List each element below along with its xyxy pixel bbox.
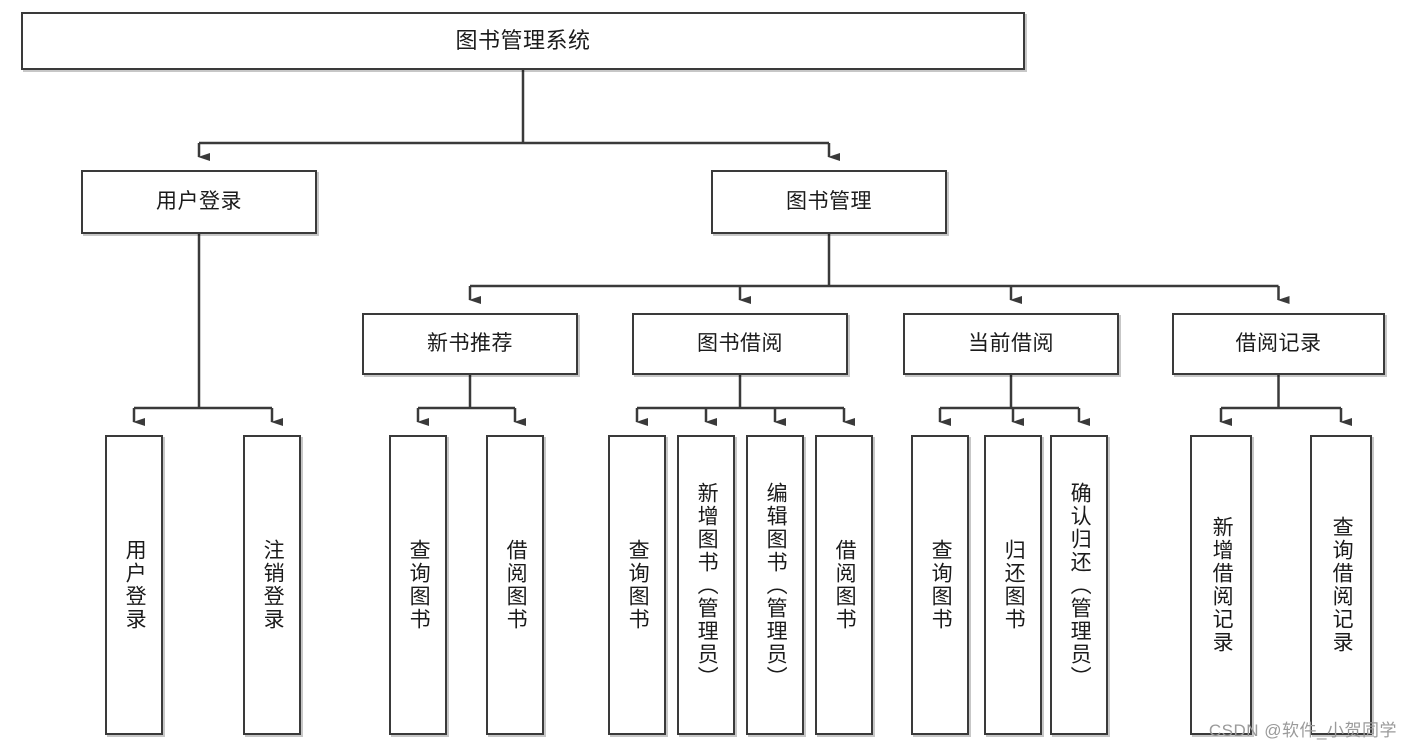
node-book-borrow[interactable]: 图书借阅 bbox=[632, 313, 848, 375]
node-label: 查询图书 bbox=[626, 539, 650, 631]
leaf-user-login[interactable]: 用户登录 bbox=[105, 435, 163, 735]
node-label: 图书借阅 bbox=[697, 332, 783, 356]
node-label: 借阅记录 bbox=[1235, 332, 1322, 356]
leaf-query-borrow-record[interactable]: 查询借阅记录 bbox=[1310, 435, 1372, 735]
node-label: 借阅图书 bbox=[504, 539, 528, 631]
node-label: 图书管理系统 bbox=[455, 27, 591, 53]
node-label: 归还图书 bbox=[1002, 539, 1026, 631]
node-label: 借阅图书 bbox=[833, 539, 857, 631]
leaf-edit-book-admin[interactable]: 编辑图书（管理员） bbox=[746, 435, 804, 735]
leaf-query-book-current[interactable]: 查询图书 bbox=[911, 435, 969, 735]
leaf-add-borrow-record[interactable]: 新增借阅记录 bbox=[1190, 435, 1252, 735]
node-label: 新增借阅记录 bbox=[1210, 516, 1234, 654]
node-label: 新增图书（管理员） bbox=[695, 481, 719, 689]
node-book-management[interactable]: 图书管理 bbox=[711, 170, 947, 234]
node-label: 查询图书 bbox=[929, 539, 953, 631]
leaf-confirm-return-admin[interactable]: 确认归还（管理员） bbox=[1050, 435, 1108, 735]
node-label: 编辑图书（管理员） bbox=[764, 481, 788, 689]
node-label: 当前借阅 bbox=[968, 332, 1054, 356]
node-borrow-records[interactable]: 借阅记录 bbox=[1172, 313, 1385, 375]
leaf-add-book-admin[interactable]: 新增图书（管理员） bbox=[677, 435, 735, 735]
node-user-login[interactable]: 用户登录 bbox=[81, 170, 317, 234]
node-root[interactable]: 图书管理系统 bbox=[21, 12, 1025, 70]
node-label: 用户登录 bbox=[156, 190, 242, 214]
leaf-borrow-book-recommend[interactable]: 借阅图书 bbox=[486, 435, 544, 735]
node-label: 图书管理 bbox=[786, 190, 872, 214]
node-label: 用户登录 bbox=[123, 539, 147, 631]
node-label: 查询图书 bbox=[407, 539, 431, 631]
node-label: 查询借阅记录 bbox=[1330, 516, 1354, 654]
node-label: 新书推荐 bbox=[427, 332, 513, 356]
leaf-query-book-recommend[interactable]: 查询图书 bbox=[389, 435, 447, 735]
leaf-logout[interactable]: 注销登录 bbox=[243, 435, 301, 735]
leaf-borrow-book[interactable]: 借阅图书 bbox=[815, 435, 873, 735]
leaf-query-book-borrow[interactable]: 查询图书 bbox=[608, 435, 666, 735]
watermark: CSDN @软件_小贺同学 bbox=[1208, 721, 1397, 740]
node-current-borrow[interactable]: 当前借阅 bbox=[903, 313, 1119, 375]
node-label: 注销登录 bbox=[261, 539, 285, 631]
node-label: 确认归还（管理员） bbox=[1068, 481, 1092, 689]
node-new-book-recommend[interactable]: 新书推荐 bbox=[362, 313, 578, 375]
leaf-return-book[interactable]: 归还图书 bbox=[984, 435, 1042, 735]
